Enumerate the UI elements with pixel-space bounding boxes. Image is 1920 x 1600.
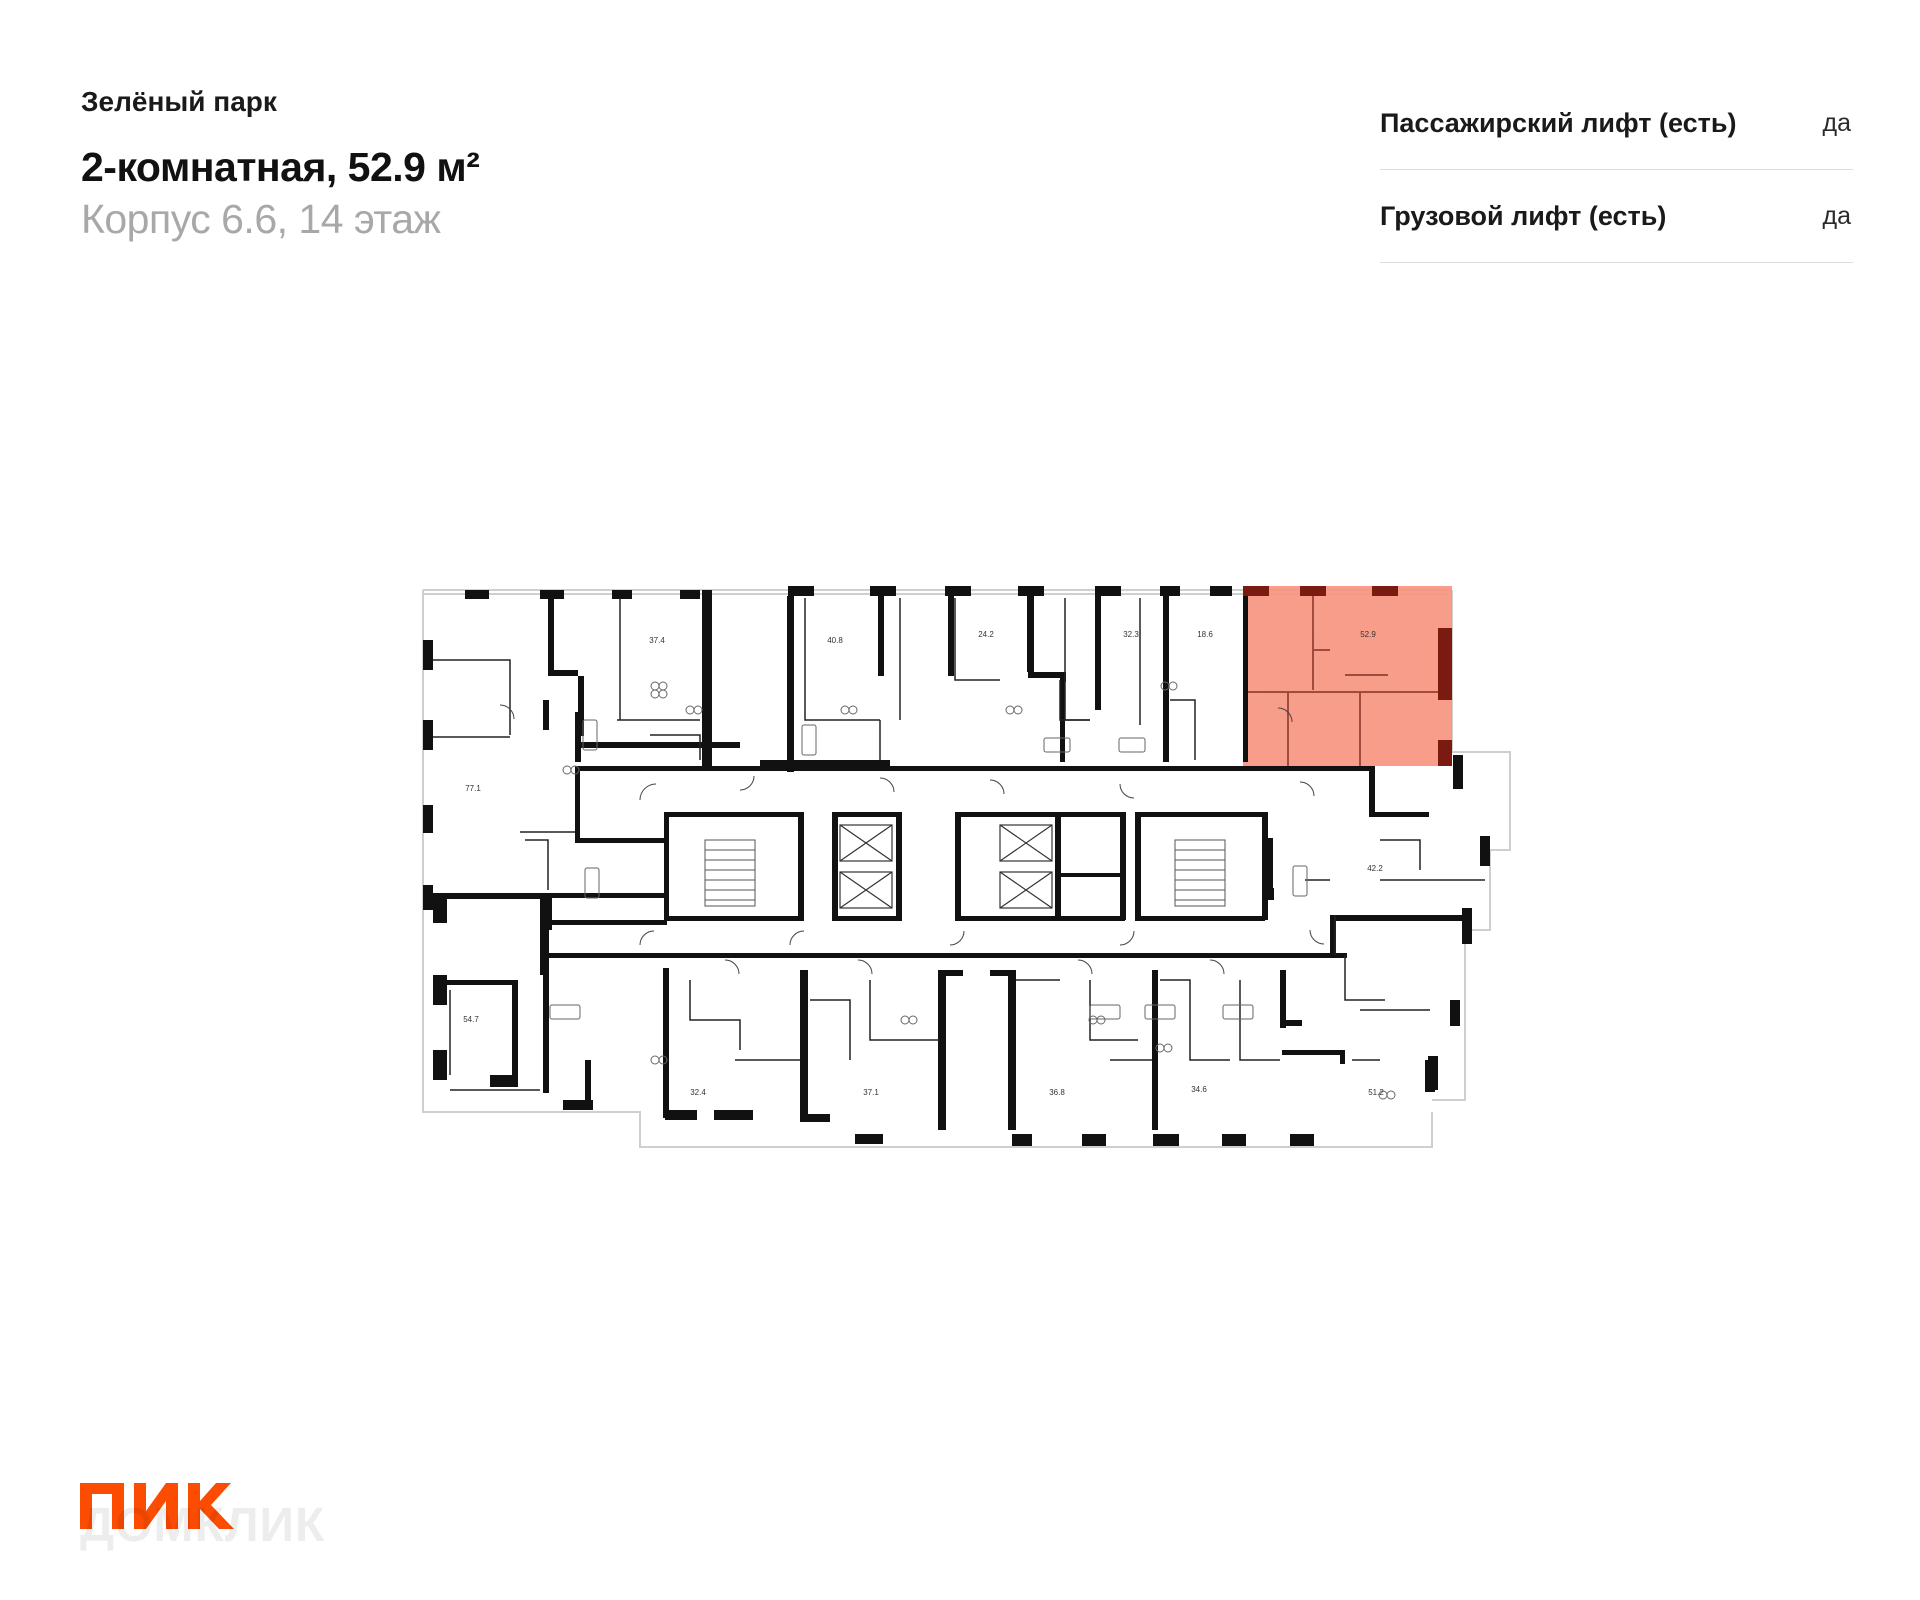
unit-area-label: 52.9 [1360, 630, 1376, 639]
walls [423, 586, 1490, 1146]
feature-row-freight-lift: Грузовой лифт (есть) да [1380, 170, 1853, 263]
feature-value: да [1822, 108, 1852, 137]
fixtures [549, 681, 1396, 1100]
staircase-left [704, 839, 756, 907]
unit-area-label: 51.2 [1368, 1088, 1384, 1097]
feature-label: Пассажирский лифт (есть) [1380, 107, 1737, 138]
unit-area-label: 77.1 [465, 784, 481, 793]
apartment-title: 2-комнатная, 52.9 м² [81, 144, 480, 190]
unit-area-label: 42.2 [1367, 864, 1383, 873]
domclick-watermark: ДОМКЛИК [80, 1499, 326, 1552]
feature-row-passenger-lift: Пассажирский лифт (есть) да [1380, 77, 1853, 170]
highlighted-apartment[interactable] [1243, 586, 1452, 766]
unit-area-label: 37.1 [863, 1088, 879, 1097]
unit-area-label: 34.6 [1191, 1085, 1207, 1094]
building-floor: Корпус 6.6, 14 этаж [81, 196, 441, 242]
feature-value: да [1822, 201, 1852, 230]
elevators [839, 824, 1053, 909]
door-swings [499, 704, 1325, 975]
unit-area-label: 32.4 [690, 1088, 706, 1097]
unit-area-label: 18.6 [1197, 630, 1213, 639]
unit-area-label: 40.8 [827, 636, 843, 645]
unit-area-label: 36.8 [1049, 1088, 1065, 1097]
project-name: Зелёный парк [81, 86, 277, 117]
unit-area-label: 37.4 [649, 636, 665, 645]
interior-lines [433, 598, 1485, 1091]
unit-labels: 37.4 40.8 24.2 32.3 18.6 52.9 77.1 42.2 … [463, 630, 1384, 1097]
unit-area-label: 54.7 [463, 1015, 479, 1024]
unit-area-label: 24.2 [978, 630, 994, 639]
pik-logo [80, 1483, 234, 1529]
unit-area-label: 32.3 [1123, 630, 1139, 639]
staircase-right [1174, 839, 1226, 907]
feature-label: Грузовой лифт (есть) [1380, 200, 1667, 231]
features-list: Пассажирский лифт (есть) да Грузовой лиф… [1380, 77, 1853, 263]
